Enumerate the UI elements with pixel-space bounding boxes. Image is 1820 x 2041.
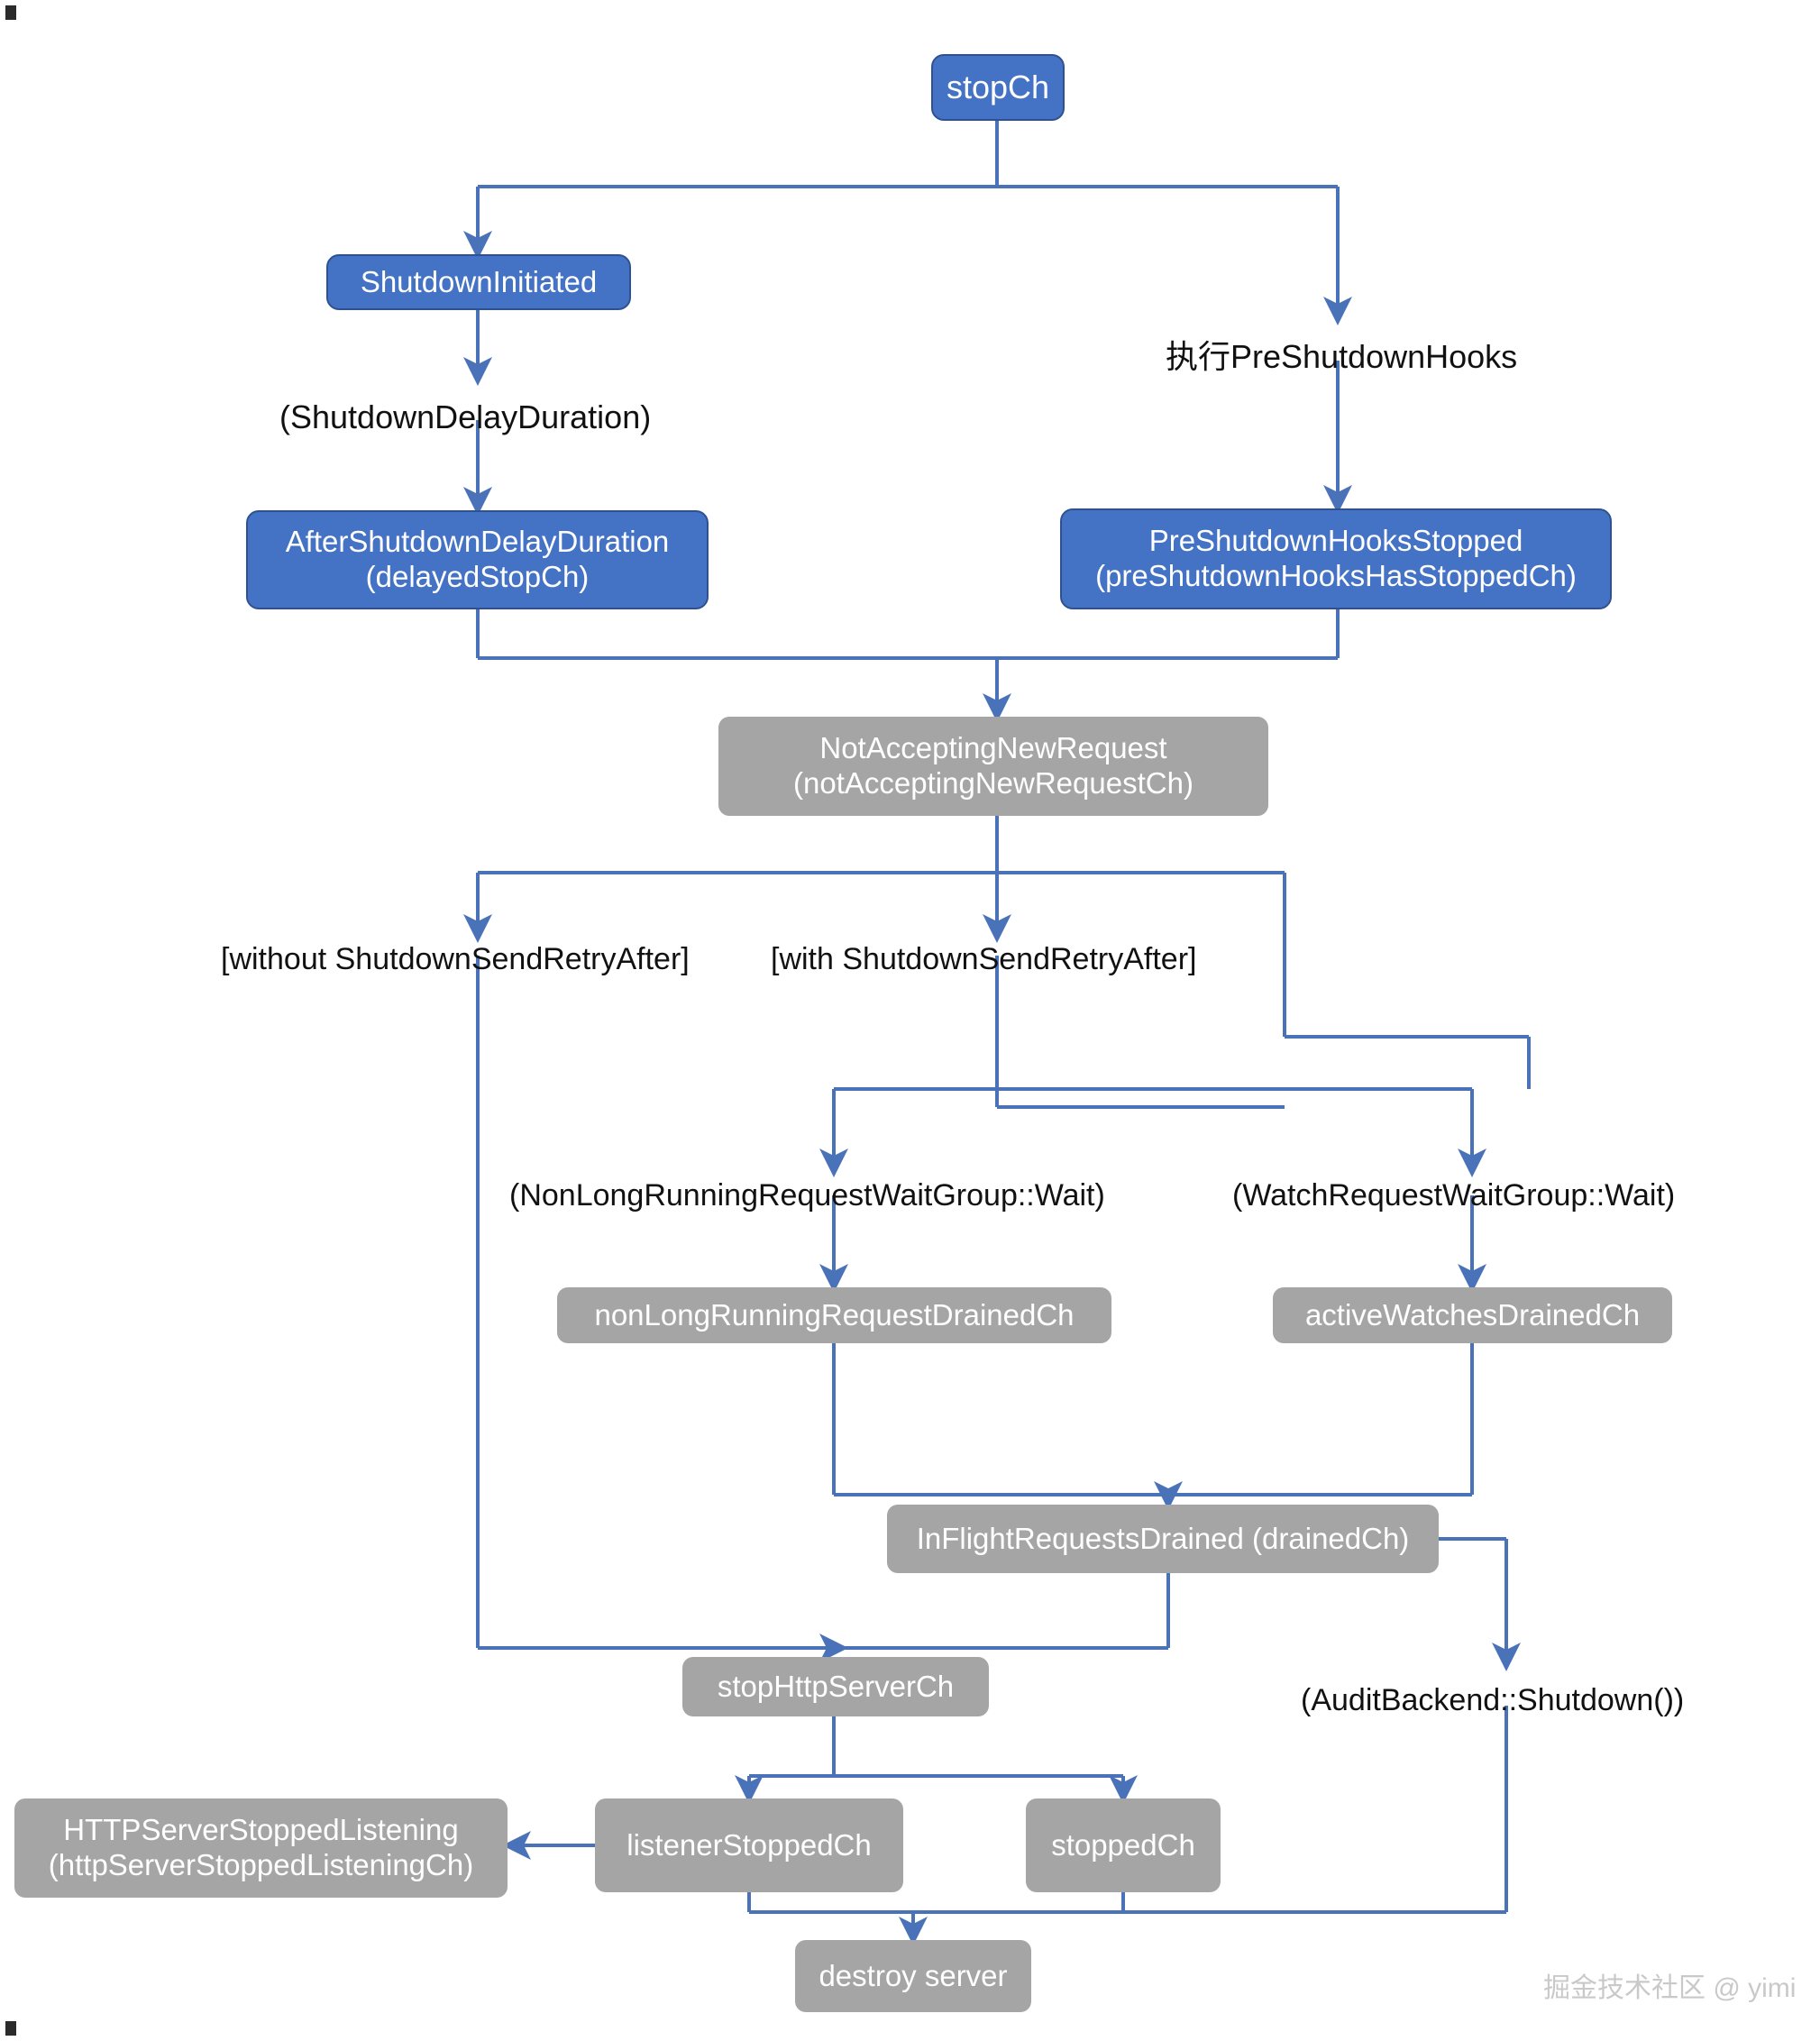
node-active-watches-drained-ch[interactable]: activeWatchesDrainedCh	[1273, 1287, 1672, 1343]
edge-label-shutdown-delay-duration: (ShutdownDelayDuration)	[279, 398, 652, 435]
node-label: PreShutdownHooksStopped (preShutdownHook…	[1095, 524, 1577, 592]
watermark: 掘金技术社区 @ yimi	[1543, 1973, 1797, 2003]
node-stopped-ch[interactable]: stoppedCh	[1026, 1798, 1221, 1892]
node-pre-shutdown-hooks-stopped[interactable]: PreShutdownHooksStopped (preShutdownHook…	[1060, 508, 1612, 609]
edge-label-pre-shutdown-hooks: 执行PreShutdownHooks	[1166, 338, 1518, 375]
node-http-server-stopped-listening[interactable]: HTTPServerStoppedListening (httpServerSt…	[14, 1798, 508, 1898]
node-label: AfterShutdownDelayDuration (delayedStopC…	[285, 525, 670, 593]
node-label: NotAcceptingNewRequest (notAcceptingNewR…	[793, 731, 1194, 800]
node-label: HTTPServerStoppedListening (httpServerSt…	[48, 1813, 474, 1881]
node-listener-stopped-ch[interactable]: listenerStoppedCh	[595, 1798, 903, 1892]
node-label: InFlightRequestsDrained (drainedCh)	[916, 1521, 1410, 1555]
edge-label-with-shutdown-send-retry-after: [with ShutdownSendRetryAfter]	[771, 942, 1197, 976]
node-label: listenerStoppedCh	[626, 1827, 872, 1862]
node-label: stopCh	[946, 68, 1050, 105]
node-after-shutdown-delay[interactable]: AfterShutdownDelayDuration (delayedStopC…	[246, 510, 709, 609]
corner-mark-bottom-left	[5, 2021, 16, 2036]
node-stop-http-server-ch[interactable]: stopHttpServerCh	[682, 1657, 989, 1716]
node-non-long-running-drained-ch[interactable]: nonLongRunningRequestDrainedCh	[557, 1287, 1111, 1343]
node-label: ShutdownInitiated	[360, 264, 598, 298]
edge-label-without-shutdown-send-retry-after: [without ShutdownSendRetryAfter]	[221, 942, 690, 976]
node-label: destroy server	[819, 1958, 1008, 1992]
node-label: activeWatchesDrainedCh	[1304, 1297, 1641, 1332]
node-shutdown-initiated[interactable]: ShutdownInitiated	[326, 254, 631, 310]
edge-label-audit-backend-shutdown: (AuditBackend::Shutdown())	[1301, 1683, 1685, 1717]
node-destroy-server[interactable]: destroy server	[795, 1940, 1031, 2012]
node-in-flight-requests-drained[interactable]: InFlightRequestsDrained (drainedCh)	[887, 1505, 1439, 1573]
edge-label-watch-request-waitgroup-wait: (WatchRequestWaitGroup::Wait)	[1232, 1178, 1676, 1213]
node-label: nonLongRunningRequestDrainedCh	[594, 1297, 1075, 1332]
corner-mark-top-left	[5, 5, 16, 20]
node-label: stoppedCh	[1051, 1827, 1195, 1862]
node-stopCh[interactable]: stopCh	[931, 54, 1065, 121]
node-not-accepting-new-request[interactable]: NotAcceptingNewRequest (notAcceptingNewR…	[718, 717, 1268, 816]
edge-label-non-long-running-request-waitgroup-wait: (NonLongRunningRequestWaitGroup::Wait)	[509, 1178, 1105, 1213]
node-label: stopHttpServerCh	[717, 1669, 955, 1703]
